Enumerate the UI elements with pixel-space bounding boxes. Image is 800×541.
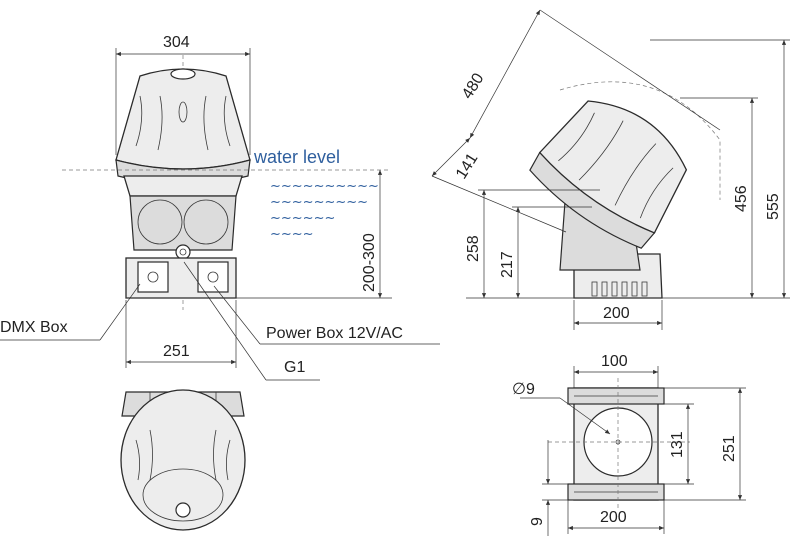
front-view: [115, 55, 251, 310]
dim-456: 456: [733, 185, 750, 212]
dim-555: 555: [765, 193, 782, 220]
dim-141: 141: [453, 150, 482, 182]
dim-200-300: 200-300: [361, 233, 378, 292]
dim-100: 100: [601, 353, 628, 370]
dim-200-plate: 200: [600, 509, 627, 526]
wave-2: ~~~~~~~~~: [270, 195, 368, 210]
dim-304: 304: [163, 34, 190, 51]
front-dimensions: 304 251 200-300 water level ~~~~~~~~~~ ~…: [0, 34, 440, 381]
dim-200-side: 200: [603, 305, 630, 322]
plate-dimensions: 100 200 ∅9 131 251 9: [512, 353, 746, 536]
wave-1: ~~~~~~~~~~: [270, 179, 379, 194]
water-level-label: water level: [253, 147, 340, 167]
wave-3: ~~~~~~: [270, 211, 335, 226]
dim-251-plate: 251: [721, 435, 738, 462]
dim-251-front: 251: [163, 343, 190, 360]
dim-9: 9: [529, 517, 546, 526]
bottom-view: [120, 389, 246, 531]
dim-480: 480: [459, 70, 488, 102]
base-plate-view: [548, 378, 690, 510]
dim-258: 258: [465, 235, 482, 262]
side-view: [529, 81, 721, 299]
dim-hole: ∅9: [512, 381, 535, 398]
power-box-label: Power Box 12V/AC: [266, 325, 403, 342]
g1-label: G1: [284, 359, 305, 376]
dim-217: 217: [499, 251, 516, 278]
dmx-box-label: DMX Box: [0, 319, 68, 336]
wave-4: ~~~~: [270, 227, 314, 242]
dim-131: 131: [669, 431, 686, 458]
